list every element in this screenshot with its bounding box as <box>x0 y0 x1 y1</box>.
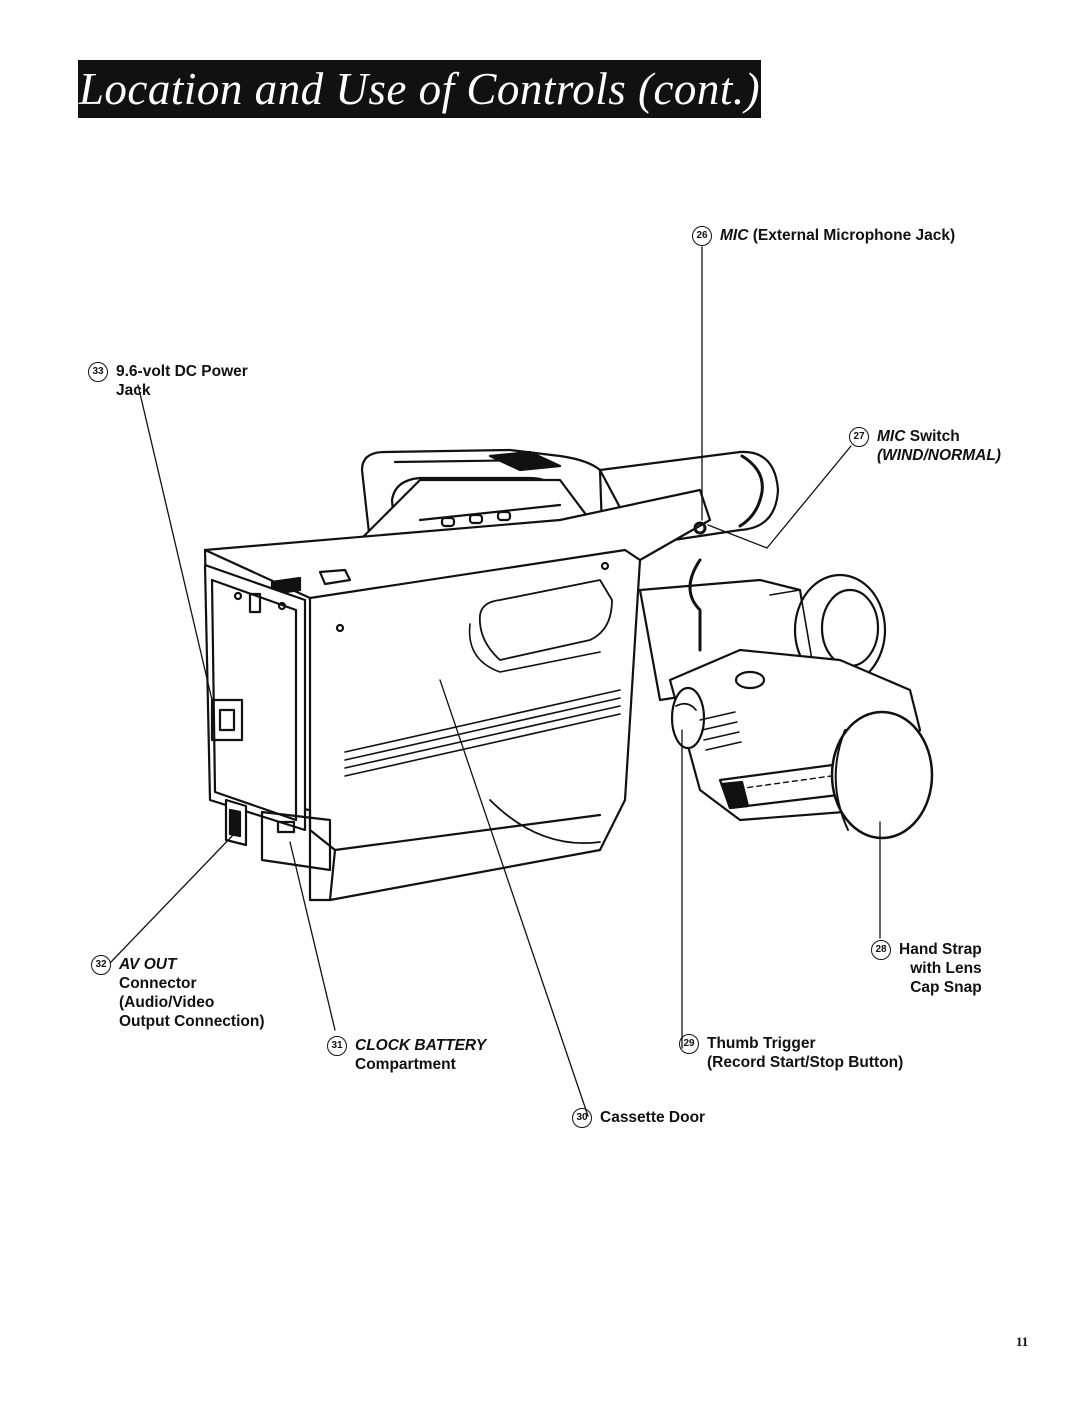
mic-jack-label-italic: MIC <box>720 227 749 244</box>
callout-number-28: 28 <box>871 940 891 960</box>
rear-panel-illustration <box>203 563 332 872</box>
leader-line-30 <box>439 679 589 1117</box>
clock-battery-label-line2: Compartment <box>355 1056 456 1073</box>
page-title: Location and Use of Controls (cont.) <box>78 64 761 114</box>
leader-line-32 <box>110 831 237 963</box>
callout-cassette-door: 30 Cassette Door <box>572 1108 706 1128</box>
clock-battery-label: CLOCK BATTERY <box>355 1037 487 1054</box>
hand-strap-label-line1: Hand Strap <box>899 941 982 958</box>
leader-line-31 <box>289 841 336 1031</box>
callout-dc-power-jack: 33 9.6-volt DC Power Jack <box>88 362 248 400</box>
mic-switch-label: Switch <box>905 428 960 445</box>
mic-jack-label: (External Microphone Jack) <box>748 227 956 244</box>
title-banner: Location and Use of Controls (cont.) <box>78 60 761 118</box>
cassette-door-label: Cassette Door <box>600 1109 706 1126</box>
thumb-trigger-label: Thumb Trigger <box>707 1035 816 1052</box>
callout-number-29: 29 <box>679 1034 699 1054</box>
callout-number-31: 31 <box>327 1036 347 1056</box>
av-out-label-line2: Connector <box>119 975 197 992</box>
leader-lines <box>110 246 881 1117</box>
av-out-label-line3: (Audio/Video <box>119 994 215 1011</box>
camcorder-body-illustration <box>203 488 712 902</box>
callout-hand-strap: 28 Hand Strap with Lens Cap Snap <box>871 940 982 997</box>
callout-thumb-trigger: 29 Thumb Trigger (Record Start/Stop Butt… <box>679 1034 903 1072</box>
callout-number-32: 32 <box>91 955 111 975</box>
callout-mic-jack: 26 MIC (External Microphone Jack) <box>692 226 956 246</box>
av-out-label-line4: Output Connection) <box>119 1013 265 1030</box>
mic-switch-modes: (WIND/NORMAL) <box>877 447 1001 464</box>
thumb-trigger-label-line2: (Record Start/Stop Button) <box>707 1054 904 1071</box>
callout-number-26: 26 <box>692 226 712 246</box>
callout-mic-switch: 27 MIC Switch (WIND/NORMAL) <box>849 427 1001 465</box>
hand-strap-label-line3: Cap Snap <box>910 979 982 996</box>
callout-number-30: 30 <box>572 1108 592 1128</box>
leader-line-33 <box>137 384 213 701</box>
callout-clock-battery: 31 CLOCK BATTERY Compartment <box>327 1036 486 1074</box>
av-out-label: AV OUT <box>119 956 177 973</box>
page-number: 11 <box>1016 1334 1029 1349</box>
dc-power-label-line2: Jack <box>116 382 151 399</box>
callout-number-33: 33 <box>88 362 108 382</box>
hand-strap-label-line2: with Lens <box>910 960 982 977</box>
lens-cap-illustration <box>830 710 934 840</box>
callout-av-out: 32 AV OUT Connector (Audio/Video Output … <box>91 955 265 1031</box>
callout-number-27: 27 <box>849 427 869 447</box>
leader-line-27 <box>707 445 852 549</box>
mic-switch-label-italic: MIC <box>877 428 906 445</box>
dc-power-label-line1: 9.6-volt DC Power <box>116 363 248 380</box>
